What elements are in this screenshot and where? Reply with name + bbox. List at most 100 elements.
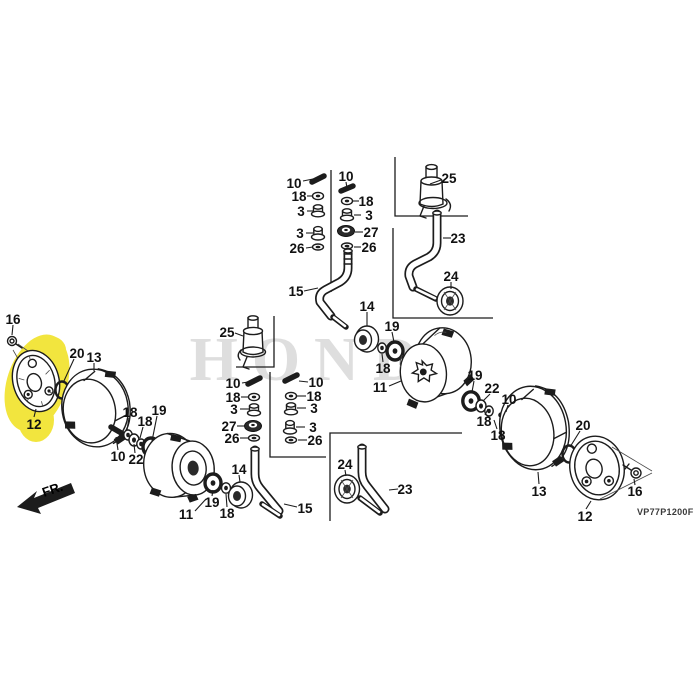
wheel-13-right[interactable] [492, 380, 576, 475]
part-label-3[interactable]: 3 [309, 420, 317, 435]
part-label-14[interactable]: 14 [231, 462, 247, 477]
bushing-3[interactable] [283, 402, 299, 416]
bushing-3[interactable] [310, 204, 326, 218]
lock-lever-25-top[interactable] [418, 163, 452, 219]
part-label-16[interactable]: 16 [627, 484, 643, 499]
washer-26[interactable] [311, 243, 325, 251]
washer-26[interactable] [247, 434, 261, 442]
grommet-27[interactable] [244, 420, 262, 432]
roller-24-top[interactable] [436, 286, 464, 316]
roller-14-top[interactable] [353, 325, 380, 353]
part-label-20[interactable]: 20 [69, 346, 84, 361]
part-label-15[interactable]: 15 [288, 284, 304, 299]
disc-12-right[interactable] [564, 431, 630, 505]
part-label-15[interactable]: 15 [297, 501, 313, 516]
part-label-19[interactable]: 19 [204, 495, 219, 510]
part-label-26[interactable]: 26 [361, 240, 377, 255]
hardware-column-center-left[interactable] [244, 375, 263, 442]
bushing-3b[interactable] [310, 225, 326, 241]
part-label-26[interactable]: 26 [307, 433, 323, 448]
pin-10[interactable] [338, 183, 356, 194]
part-label-19[interactable]: 19 [467, 368, 482, 383]
roller-24-bottom[interactable] [333, 474, 361, 504]
nut-18[interactable] [311, 191, 325, 201]
part-label-18[interactable]: 18 [137, 414, 153, 429]
part-label-3[interactable]: 3 [297, 204, 305, 219]
part-label-3[interactable]: 3 [230, 402, 238, 417]
part-label-18[interactable]: 18 [219, 506, 235, 521]
bolt-16-right[interactable] [599, 446, 653, 500]
lock-lever-25-center[interactable] [237, 315, 267, 370]
washer-26[interactable] [284, 436, 298, 444]
part-label-10[interactable]: 10 [501, 392, 516, 407]
part-label-10[interactable]: 10 [110, 449, 125, 464]
part-label-13[interactable]: 13 [531, 484, 547, 499]
bushing-3[interactable] [339, 208, 355, 222]
part-label-18[interactable]: 18 [122, 405, 138, 420]
part-label-26[interactable]: 26 [224, 431, 240, 446]
nut-18[interactable] [247, 392, 261, 402]
part-label-10[interactable]: 10 [338, 169, 353, 184]
pin-10[interactable] [245, 375, 263, 387]
bearing-19-right[interactable] [461, 390, 481, 412]
part-label-19[interactable]: 19 [151, 403, 166, 418]
part-label-23[interactable]: 23 [450, 231, 466, 246]
grommet-27[interactable] [337, 225, 355, 237]
part-label-10[interactable]: 10 [225, 376, 240, 391]
ring-22-right[interactable] [475, 399, 487, 413]
bushing-3[interactable] [246, 403, 262, 417]
part-label-11[interactable]: 11 [373, 380, 388, 395]
part-label-27[interactable]: 27 [363, 225, 378, 240]
part-label-12[interactable]: 12 [26, 417, 41, 432]
part-label-18[interactable]: 18 [358, 194, 374, 209]
part-label-13[interactable]: 13 [86, 350, 102, 365]
part-label-12[interactable]: 12 [577, 509, 592, 524]
part-label-26[interactable]: 26 [289, 241, 305, 256]
part-label-20[interactable]: 20 [575, 418, 590, 433]
part-label-14[interactable]: 14 [359, 299, 375, 314]
pin-10[interactable] [309, 173, 327, 185]
hardware-column-top-right[interactable] [337, 183, 356, 250]
part-label-18[interactable]: 18 [476, 414, 492, 429]
part-label-22[interactable]: 22 [128, 452, 143, 467]
hub-11-lower[interactable] [141, 429, 218, 507]
part-label-22[interactable]: 22 [484, 381, 499, 396]
part-label-25[interactable]: 25 [219, 325, 235, 340]
arm-15-top[interactable] [315, 247, 353, 330]
part-label-3[interactable]: 3 [365, 208, 373, 223]
part-label-3[interactable]: 3 [310, 401, 318, 416]
bearing-19-top[interactable] [385, 340, 405, 362]
part-label-27[interactable]: 27 [221, 419, 236, 434]
arm-23-bottom[interactable] [357, 443, 390, 516]
part-label-18[interactable]: 18 [375, 361, 391, 376]
pin-10[interactable] [282, 372, 300, 384]
washer-26[interactable] [340, 242, 354, 250]
hardware-column-center-right[interactable] [282, 372, 300, 444]
part-label-18[interactable]: 18 [490, 428, 506, 443]
part-label-3[interactable]: 3 [296, 226, 304, 241]
ring-18-top[interactable] [377, 342, 387, 354]
nut-18[interactable] [340, 196, 354, 206]
bearing-19-bottom[interactable] [203, 472, 223, 494]
part-label-24[interactable]: 24 [337, 457, 353, 472]
part-label-19[interactable]: 19 [384, 319, 399, 334]
part-label-10[interactable]: 10 [286, 176, 301, 191]
roller-14-bottom[interactable] [227, 481, 254, 509]
arm-23-top[interactable] [404, 209, 442, 302]
part-label-25[interactable]: 25 [441, 171, 457, 186]
bushing-3b[interactable] [282, 419, 298, 435]
part-label-11[interactable]: 11 [179, 507, 194, 522]
pin-10-left[interactable] [108, 424, 126, 437]
part-label-24[interactable]: 24 [443, 269, 459, 284]
hub-11-upper[interactable] [396, 325, 477, 410]
part-label-18[interactable]: 18 [306, 389, 322, 404]
disc-12-left[interactable] [6, 345, 66, 417]
nut-18[interactable] [284, 391, 298, 401]
part-label-18[interactable]: 18 [291, 189, 307, 204]
part-label-23[interactable]: 23 [397, 482, 413, 497]
arm-15-bottom[interactable] [250, 445, 284, 519]
part-label-10[interactable]: 10 [308, 375, 323, 390]
ring-18-right[interactable] [484, 405, 494, 417]
part-label-18[interactable]: 18 [225, 390, 241, 405]
part-label-16[interactable]: 16 [5, 312, 21, 327]
